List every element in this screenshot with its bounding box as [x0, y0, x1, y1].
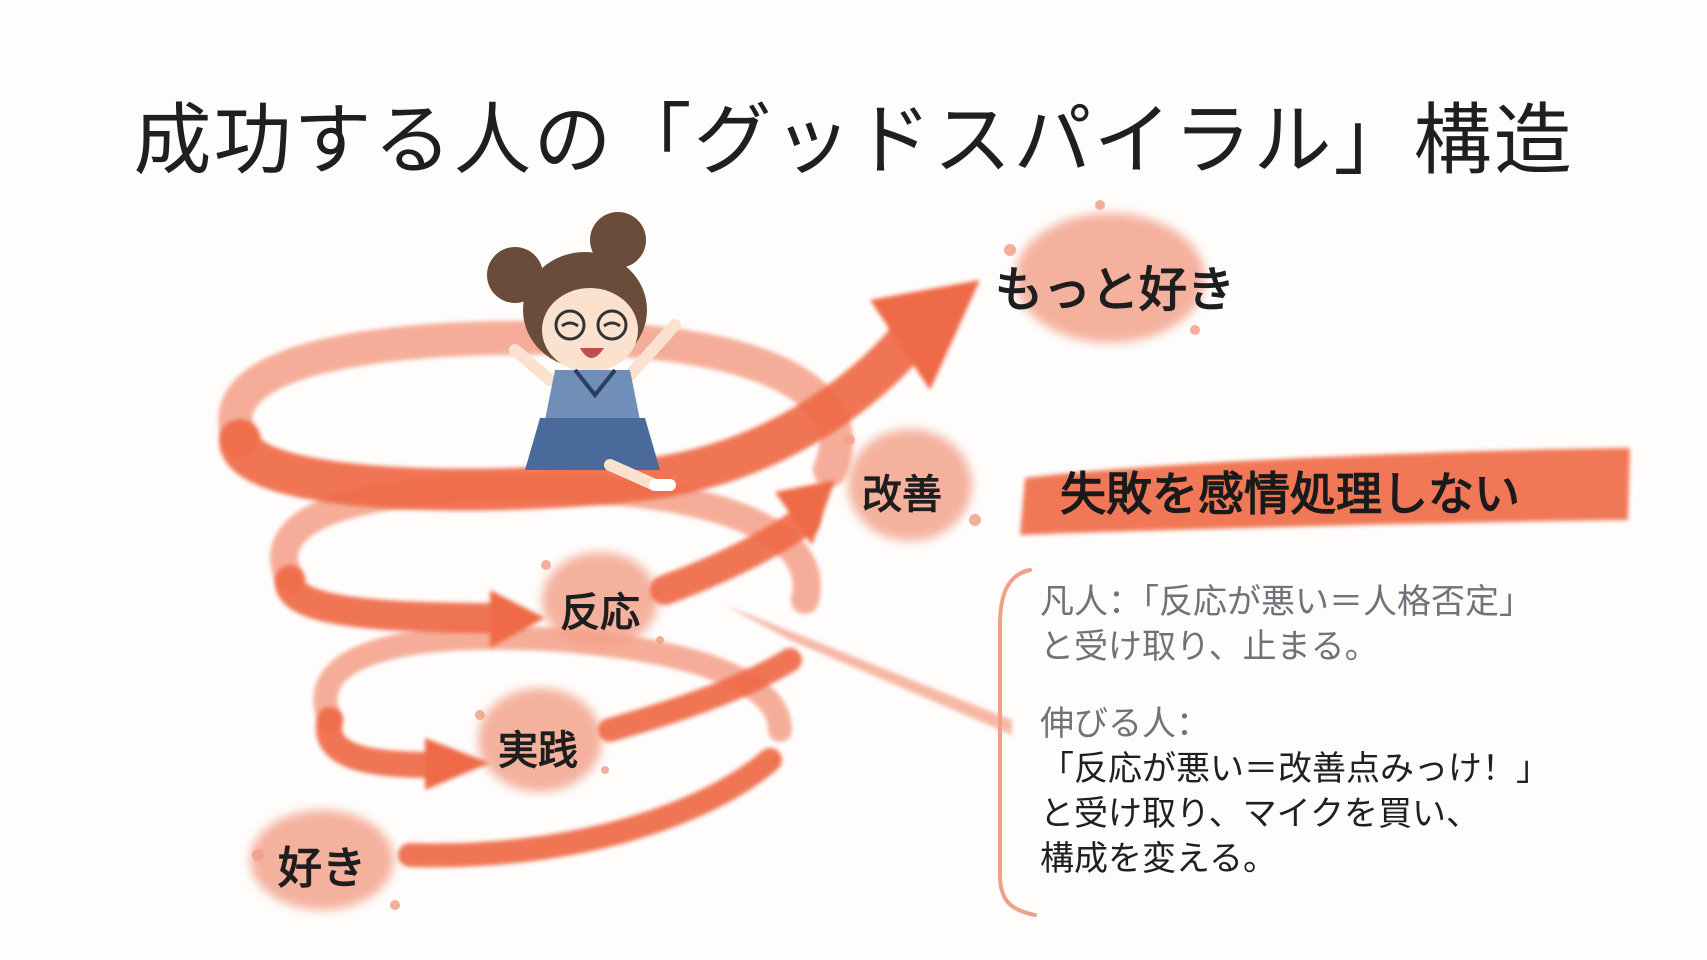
arrowhead-to-improve [775, 480, 835, 545]
arrowhead-to-reaction [490, 590, 545, 648]
arrowheads [425, 280, 980, 790]
comparison-note: 凡人：「反応が悪い＝人格否定」 と受け取り、止まる。 伸びる人： 「反応が悪い＝… [1040, 580, 1640, 882]
growing-header: 伸びる人： [1040, 704, 1210, 744]
note-bracket [998, 568, 1037, 917]
growing-line-2: と受け取り、マイクを買い、 [1040, 794, 1480, 834]
girl-character [487, 212, 681, 491]
step-improve: 改善 [862, 472, 942, 518]
ordinary-line-1: 凡人：「反応が悪い＝人格否定」 [1040, 582, 1533, 622]
growing-line-3: 構成を変える。 [1040, 839, 1277, 879]
splash-improve [848, 429, 972, 541]
splash-reaction [542, 552, 658, 648]
splash-like [250, 810, 394, 910]
banner-stroke [1020, 448, 1630, 535]
ordinary-line-2: と受け取り、止まる。 [1040, 627, 1379, 667]
growing-line-1: 「反応が悪い＝改善点みっけ！」 [1040, 749, 1550, 789]
callout-wedge [725, 605, 1012, 735]
splash-practice [478, 688, 602, 792]
step-more-like: もっと好き [995, 262, 1236, 318]
splash-more-like [1015, 213, 1205, 343]
banner-text: 失敗を感情処理しない [1060, 467, 1520, 521]
splash-group [250, 213, 1205, 910]
arrowhead-to-practice [425, 738, 490, 790]
note-gap [1040, 670, 1640, 702]
page-title: 成功する人の「グッドスパイラル」構造 [133, 96, 1574, 186]
step-like: 好き [278, 843, 366, 894]
step-reaction: 反応 [560, 590, 640, 636]
arrowhead-to-more-like [870, 280, 980, 390]
spiral-front [219, 304, 941, 868]
step-practice: 実践 [498, 728, 578, 774]
